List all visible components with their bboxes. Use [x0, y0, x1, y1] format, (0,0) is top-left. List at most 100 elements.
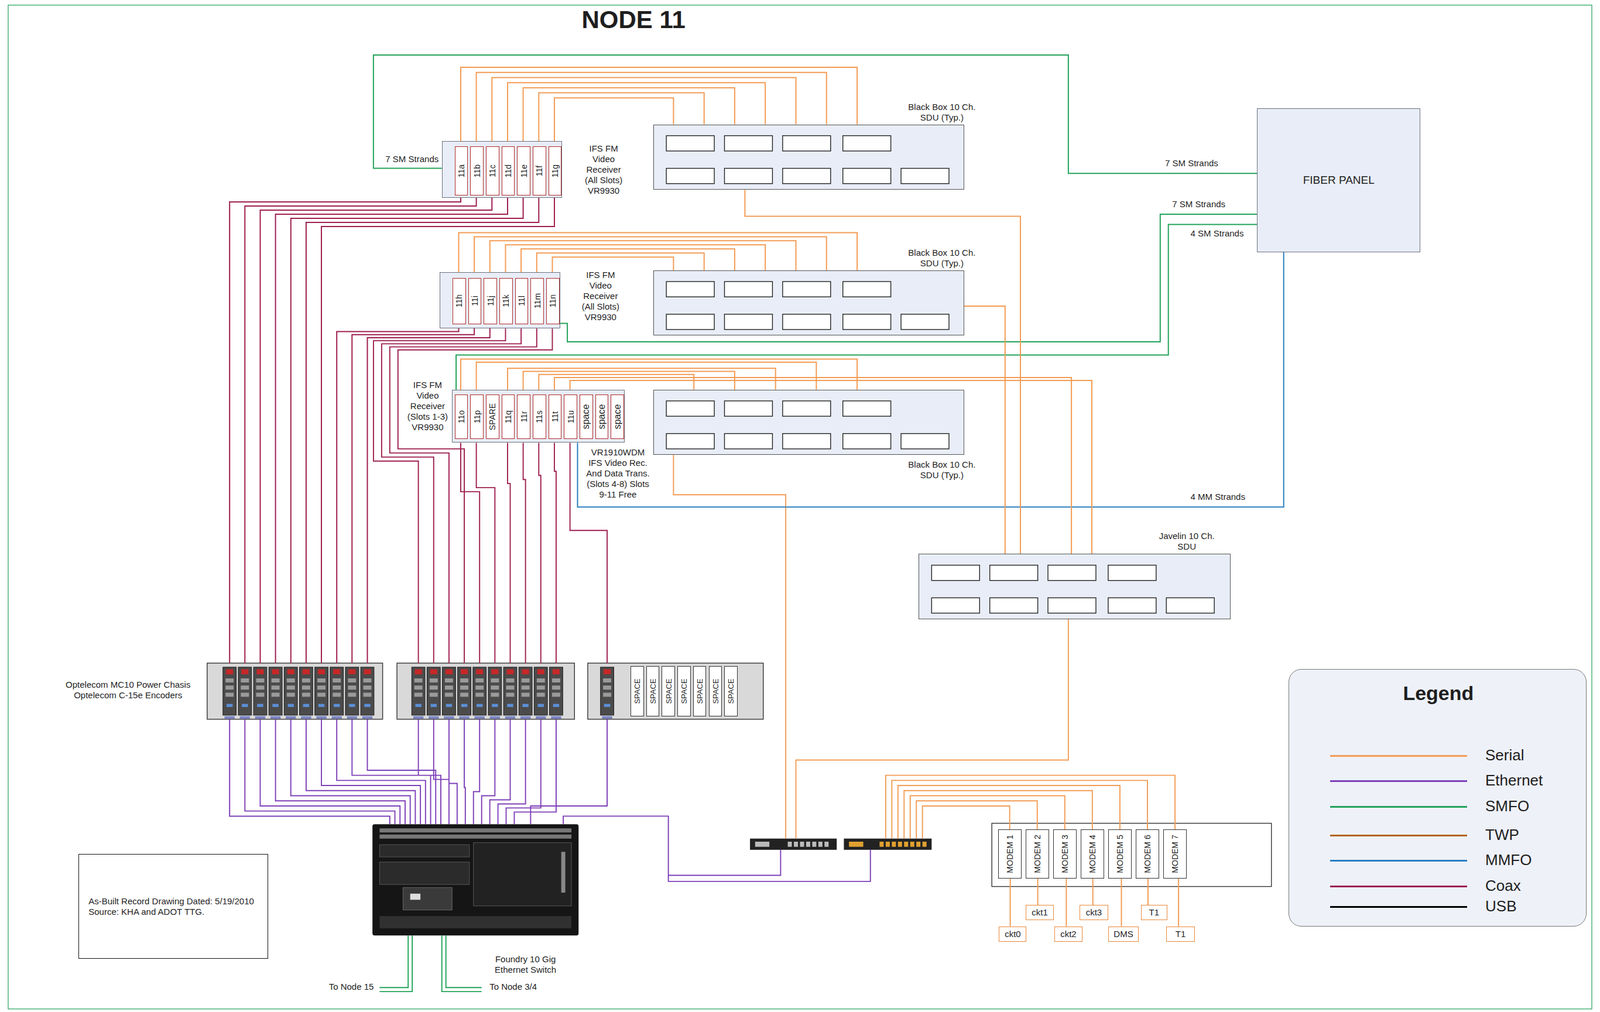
- text-wrap: 11i: [469, 295, 481, 307]
- connector: [1121, 878, 1123, 927]
- legend-text-wrap: TWP: [1485, 826, 1520, 845]
- receiver-slot: space: [595, 394, 609, 440]
- modem-rack: [991, 823, 1272, 887]
- text-wrap: MODEM 2: [1032, 834, 1043, 873]
- label-text: IFS FM Video Receiver (Slots 1-3) VR9930: [407, 379, 448, 433]
- equipment-box: Optelecom MC10 Power Chasis Optelecom C-…: [207, 663, 383, 720]
- label-text: MODEM 7: [1170, 834, 1180, 873]
- receiver-slot: 11u: [563, 394, 578, 440]
- legend-text-wrap: Coax: [1485, 877, 1521, 896]
- label-text: MODEM 1: [1005, 834, 1015, 873]
- connector: [554, 97, 674, 147]
- label-text: SPACE: [632, 678, 642, 704]
- text-wrap: 11g: [549, 164, 561, 178]
- label-text: SPACE: [695, 678, 705, 704]
- modem-box: MODEM 3: [1053, 829, 1077, 879]
- text-wrap: T1: [1149, 907, 1160, 918]
- connector: [260, 195, 493, 664]
- legend-text-wrap: SMFO: [1485, 797, 1530, 816]
- sdu-fill: [918, 553, 1231, 620]
- text-wrap: SPACE: [631, 678, 643, 704]
- connector: [744, 189, 1021, 554]
- text-wrap: Legend: [1289, 682, 1588, 705]
- label-text: SPACE: [679, 678, 689, 704]
- label-text: SPACE: [664, 678, 674, 704]
- encoder: [503, 667, 517, 719]
- space-slot: SPACE: [708, 666, 723, 716]
- encoder: [360, 667, 375, 719]
- receiver-slot: 11l: [515, 278, 529, 324]
- sdu-fill: [653, 124, 965, 191]
- encoder: [411, 667, 426, 719]
- legend-text: TWP: [1485, 826, 1520, 844]
- connector: [306, 195, 539, 664]
- receiver-slot: 11c: [485, 146, 500, 196]
- connector: [460, 67, 858, 147]
- text-wrap: Javelin 10 Ch. SDU: [1153, 530, 1221, 553]
- encoder: [268, 667, 283, 719]
- text-wrap: 11m: [532, 293, 543, 309]
- label-wrap: To Node 3/4: [487, 981, 539, 993]
- receiver-slot: 11q: [501, 394, 516, 440]
- receiver-slot: 11h: [452, 278, 467, 324]
- text-wrap: SPACE: [678, 678, 690, 704]
- receiver-slot: 11g: [548, 146, 563, 196]
- legend-swatch: [1330, 780, 1468, 783]
- text-wrap: SPACE: [694, 678, 705, 704]
- label-text: 11a: [456, 164, 467, 178]
- label-text: MODEM 2: [1032, 834, 1043, 873]
- label-text: As-Built Record Drawing Dated: 5/19/2010: [88, 896, 255, 907]
- sdu-fill: [653, 389, 965, 456]
- label-text: FIBER PANEL: [1303, 173, 1375, 187]
- connector: [491, 77, 796, 147]
- text-wrap: MODEM 4: [1087, 834, 1098, 873]
- label-text: IFS FM Video Receiver (All Slots) VR9930: [584, 143, 623, 196]
- text-wrap: MODEM 6: [1142, 834, 1153, 873]
- ethernet-wires: [244, 719, 870, 882]
- encoder: [488, 667, 502, 719]
- label-text: SPACE: [648, 678, 658, 704]
- circuit-box: T1: [1166, 926, 1195, 942]
- circuit-box: ckt3: [1079, 905, 1109, 921]
- legend-box: LegendSerialEthernetSMFOTWPMMFOCoaxUSB: [1288, 669, 1587, 927]
- label-text: ckt3: [1085, 907, 1103, 918]
- label-text: DMS: [1113, 929, 1133, 940]
- space-slot: SPACE: [646, 666, 660, 716]
- title-wrap: NODE 11: [581, 5, 686, 34]
- text-wrap: 11n: [547, 294, 558, 308]
- connector: [554, 377, 1072, 555]
- note-box: As-Built Record Drawing Dated: 5/19/2010…: [78, 854, 269, 960]
- legend-text: SMFO: [1485, 797, 1530, 815]
- label-text: IFS FM Video Receiver (All Slots) VR9930: [581, 269, 620, 322]
- text-wrap: space: [596, 404, 608, 430]
- label-text: SPARE: [487, 403, 498, 431]
- encoder: [457, 667, 472, 719]
- sdu-ports: [666, 281, 949, 330]
- label-text: Optelecom MC10 Power Chasis Optelecom C-…: [65, 679, 191, 701]
- text-wrap: Black Box 10 Ch. SDU (Typ.): [903, 247, 981, 269]
- connector: [560, 214, 1257, 342]
- modem-box: MODEM 4: [1080, 829, 1105, 879]
- encoder: [426, 667, 441, 719]
- label-wrap: To Node 15: [327, 981, 376, 993]
- legend-text-wrap: USB: [1485, 898, 1517, 916]
- text-wrap: 11t: [549, 411, 561, 423]
- label-text: MODEM 3: [1060, 834, 1070, 873]
- text-wrap: MODEM 1: [1004, 834, 1016, 873]
- connector: [570, 380, 1092, 554]
- space-slot: SPACE: [630, 666, 644, 716]
- receiver-slot: 11r: [516, 394, 531, 440]
- encoder: [314, 667, 329, 719]
- uplink-fibers: [379, 935, 482, 992]
- diagram-title: NODE 11: [581, 5, 686, 34]
- legend-swatch: [1330, 885, 1468, 888]
- modem-box: MODEM 7: [1163, 829, 1187, 879]
- text-wrap: SPACE: [710, 678, 721, 704]
- label-text: 11u: [566, 410, 576, 424]
- connector: [458, 232, 858, 279]
- connector: [336, 324, 459, 664]
- encoder: [253, 667, 267, 719]
- text-wrap: 11k: [500, 295, 512, 308]
- switch-logo: [410, 893, 421, 900]
- text-wrap: SPACE: [725, 678, 736, 704]
